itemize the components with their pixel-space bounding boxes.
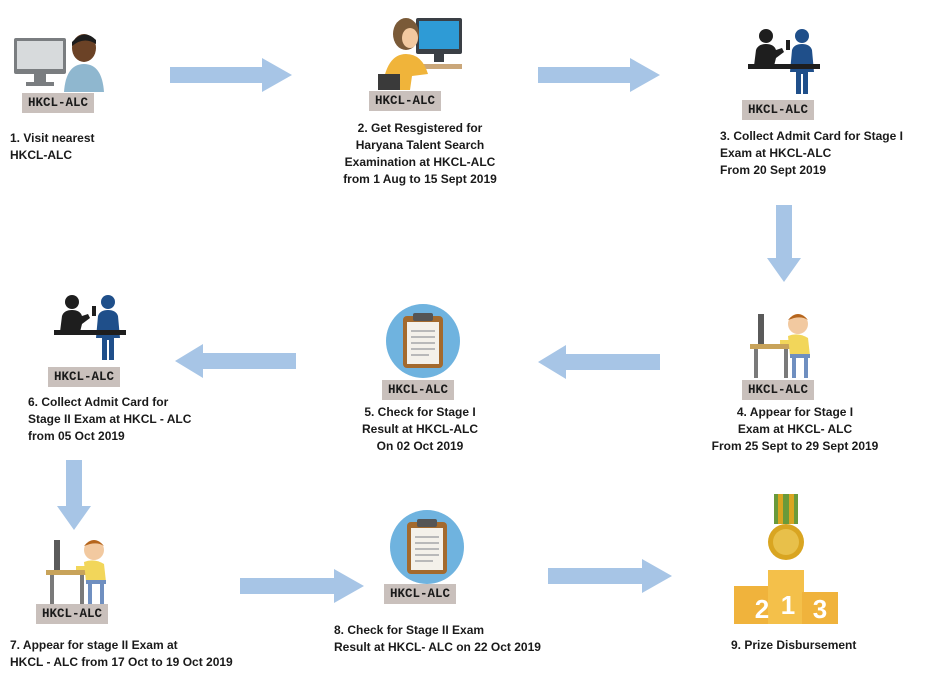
alc-badge: HKCL-ALC	[22, 93, 95, 113]
podium-number-third: 3	[812, 594, 828, 624]
person-at-computer-icon	[14, 34, 104, 92]
clipboard-icon	[390, 510, 464, 584]
child-at-computer-icon	[750, 314, 810, 378]
alc-badge: HKCL-ALC	[384, 584, 457, 604]
clipboard-icon	[386, 304, 460, 378]
arrow-step5-to-step6	[175, 344, 296, 378]
alc-badge: HKCL-ALC	[382, 380, 455, 400]
alc-badge: HKCL-ALC	[36, 604, 109, 624]
step-4-caption: 4. Appear for Stage I Exam at HKCL- ALC …	[711, 405, 879, 453]
step-9-caption: 9. Prize Disbursement	[731, 638, 857, 652]
arrow-step8-to-step9	[548, 559, 672, 593]
arrow-step1-to-step2	[170, 58, 292, 92]
arrow-step2-to-step3	[538, 58, 660, 92]
alc-badge: HKCL-ALC	[742, 380, 815, 400]
step-1-caption: 1. Visit nearest HKCL-ALC	[10, 131, 95, 162]
step-5-caption: 5. Check for Stage I Result at HKCL-ALC …	[362, 405, 478, 453]
counter-service-icon	[54, 295, 126, 360]
step-8-caption: 8. Check for Stage II Exam Result at HKC…	[334, 623, 541, 654]
arrow-step7-to-step8	[240, 569, 364, 603]
step-7-caption: 7. Appear for stage II Exam at HKCL - AL…	[10, 638, 233, 669]
alc-badge: HKCL-ALC	[742, 100, 815, 120]
student-at-computer-icon	[378, 18, 462, 90]
counter-service-icon	[748, 29, 820, 94]
arrow-step6-to-step7	[57, 460, 91, 530]
step-2-caption: 2. Get Resgistered for Haryana Talent Se…	[343, 121, 497, 186]
step-6-caption: 6. Collect Admit Card for Stage II Exam …	[28, 395, 192, 443]
arrow-step4-to-step5	[538, 345, 660, 379]
medal-podium-icon	[734, 494, 838, 624]
podium-number-first: 1	[780, 590, 796, 620]
child-at-computer-icon	[46, 540, 106, 604]
arrow-step3-to-step4	[767, 205, 801, 282]
alc-badge: HKCL-ALC	[48, 367, 121, 387]
podium-number-second: 2	[754, 594, 770, 624]
step-3-caption: 3. Collect Admit Card for Stage I Exam a…	[720, 129, 903, 177]
alc-badge: HKCL-ALC	[369, 91, 442, 111]
